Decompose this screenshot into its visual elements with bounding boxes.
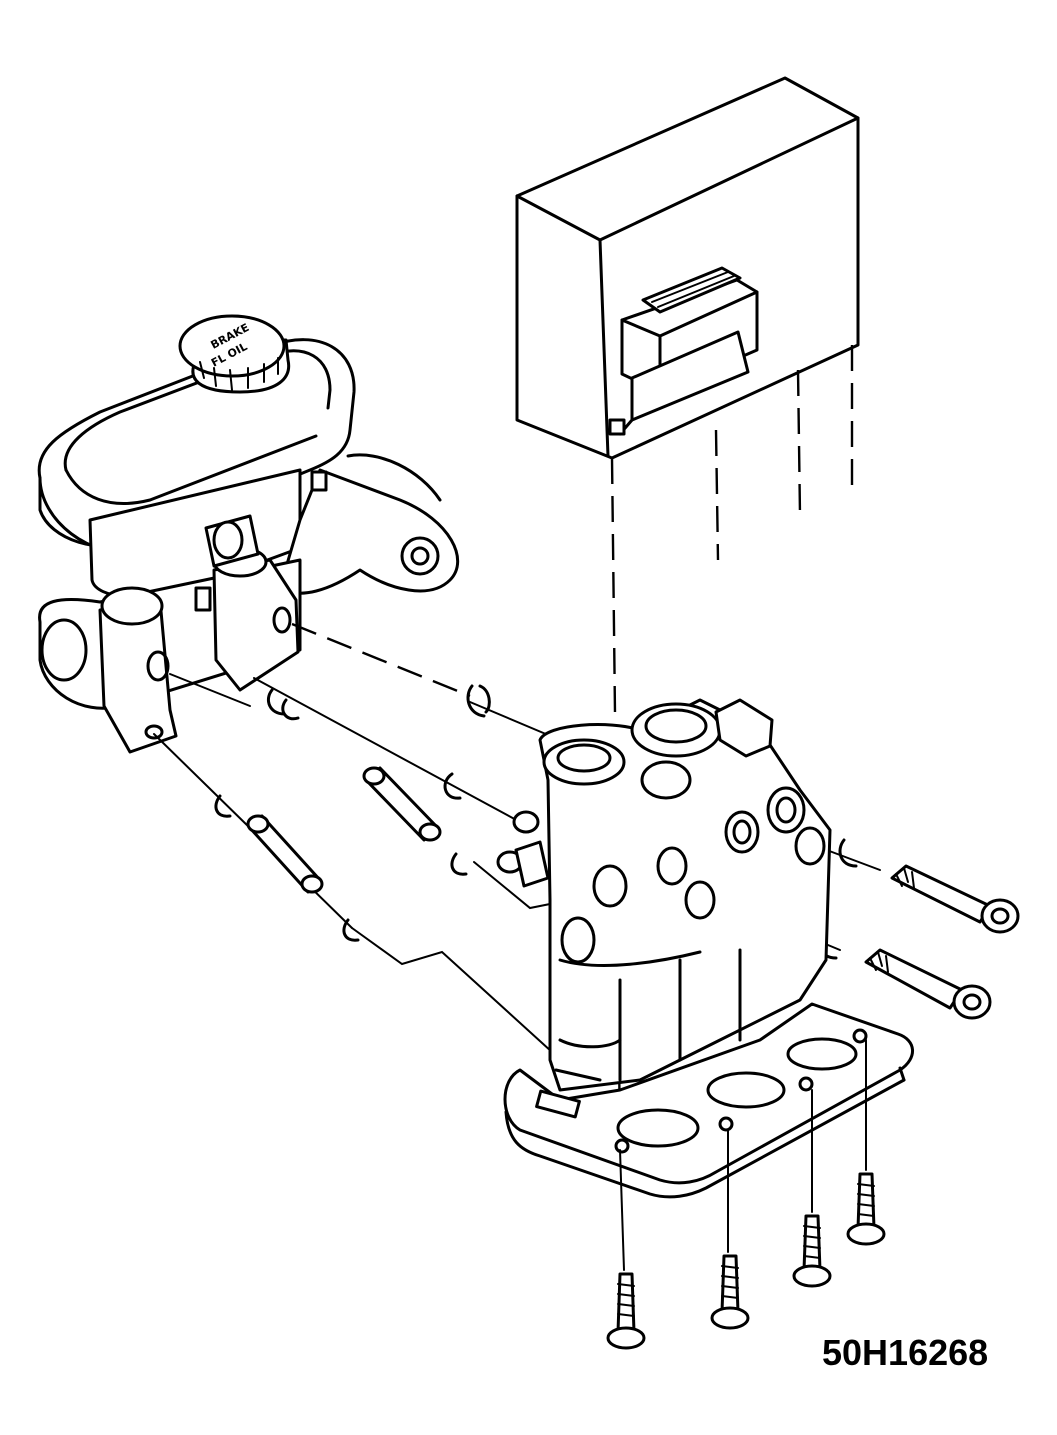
figure-id-label: 50H16268 bbox=[822, 1332, 989, 1373]
through-bolt-lower bbox=[864, 948, 992, 1020]
module-alignment-lines bbox=[610, 345, 854, 1141]
screw-4 bbox=[846, 1172, 886, 1246]
screw-2 bbox=[710, 1254, 750, 1330]
transfer-tubes bbox=[246, 766, 442, 894]
master-cylinder bbox=[37, 338, 460, 754]
control-module bbox=[515, 76, 860, 460]
through-bolt-upper bbox=[890, 864, 1020, 934]
through-bolts bbox=[864, 864, 1020, 1020]
screw-1 bbox=[606, 1272, 646, 1350]
mounting-bracket bbox=[503, 1002, 914, 1199]
hydraulic-modulator bbox=[496, 698, 832, 1092]
reservoir-cap: BRAKE FL OIL bbox=[178, 314, 291, 394]
screw-3 bbox=[792, 1214, 832, 1288]
bracket-screws bbox=[606, 1039, 886, 1350]
o-rings bbox=[214, 684, 858, 960]
module-connector bbox=[618, 266, 759, 436]
